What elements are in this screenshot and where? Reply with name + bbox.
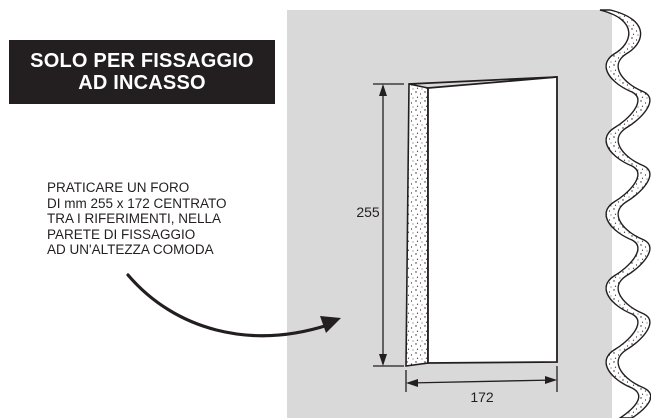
instruction-text: PRATICARE UN FORO DI mm 255 x 172 CENTRA…: [47, 180, 287, 258]
instruction-line: PARETE DI FISSAGGIO: [47, 226, 196, 242]
width-arrow-right: [545, 376, 557, 384]
width-label: 172: [470, 389, 494, 405]
instruction-line: TRA I RIFERIMENTI, NELLA: [47, 211, 222, 226]
height-label: 255: [356, 204, 380, 220]
title-line-2: AD INCASSO: [78, 72, 206, 94]
width-arrow-left: [406, 379, 418, 387]
pointer-arrow: [126, 273, 330, 338]
title-line-1: SOLO PER FISSAGGIO: [30, 50, 254, 72]
width-dimension-line: [407, 379, 556, 384]
height-arrow-top: [379, 84, 387, 96]
recess-front-edge: [408, 76, 558, 85]
instruction-line: PRATICARE UN FORO: [47, 180, 190, 195]
recess-back-panel: [427, 76, 558, 364]
height-arrow-bottom: [379, 354, 387, 366]
instruction-line: DI mm 255 x 172 CENTRATO: [47, 195, 227, 211]
instruction-line: AD UN'ALTEZZA COMODA: [47, 242, 214, 257]
wall-section-band: [599, 9, 651, 418]
recess-side-wall: [405, 83, 429, 367]
title-banner: SOLO PER FISSAGGIO AD INCASSO: [9, 40, 275, 104]
pointer-arrowhead: [320, 316, 341, 333]
